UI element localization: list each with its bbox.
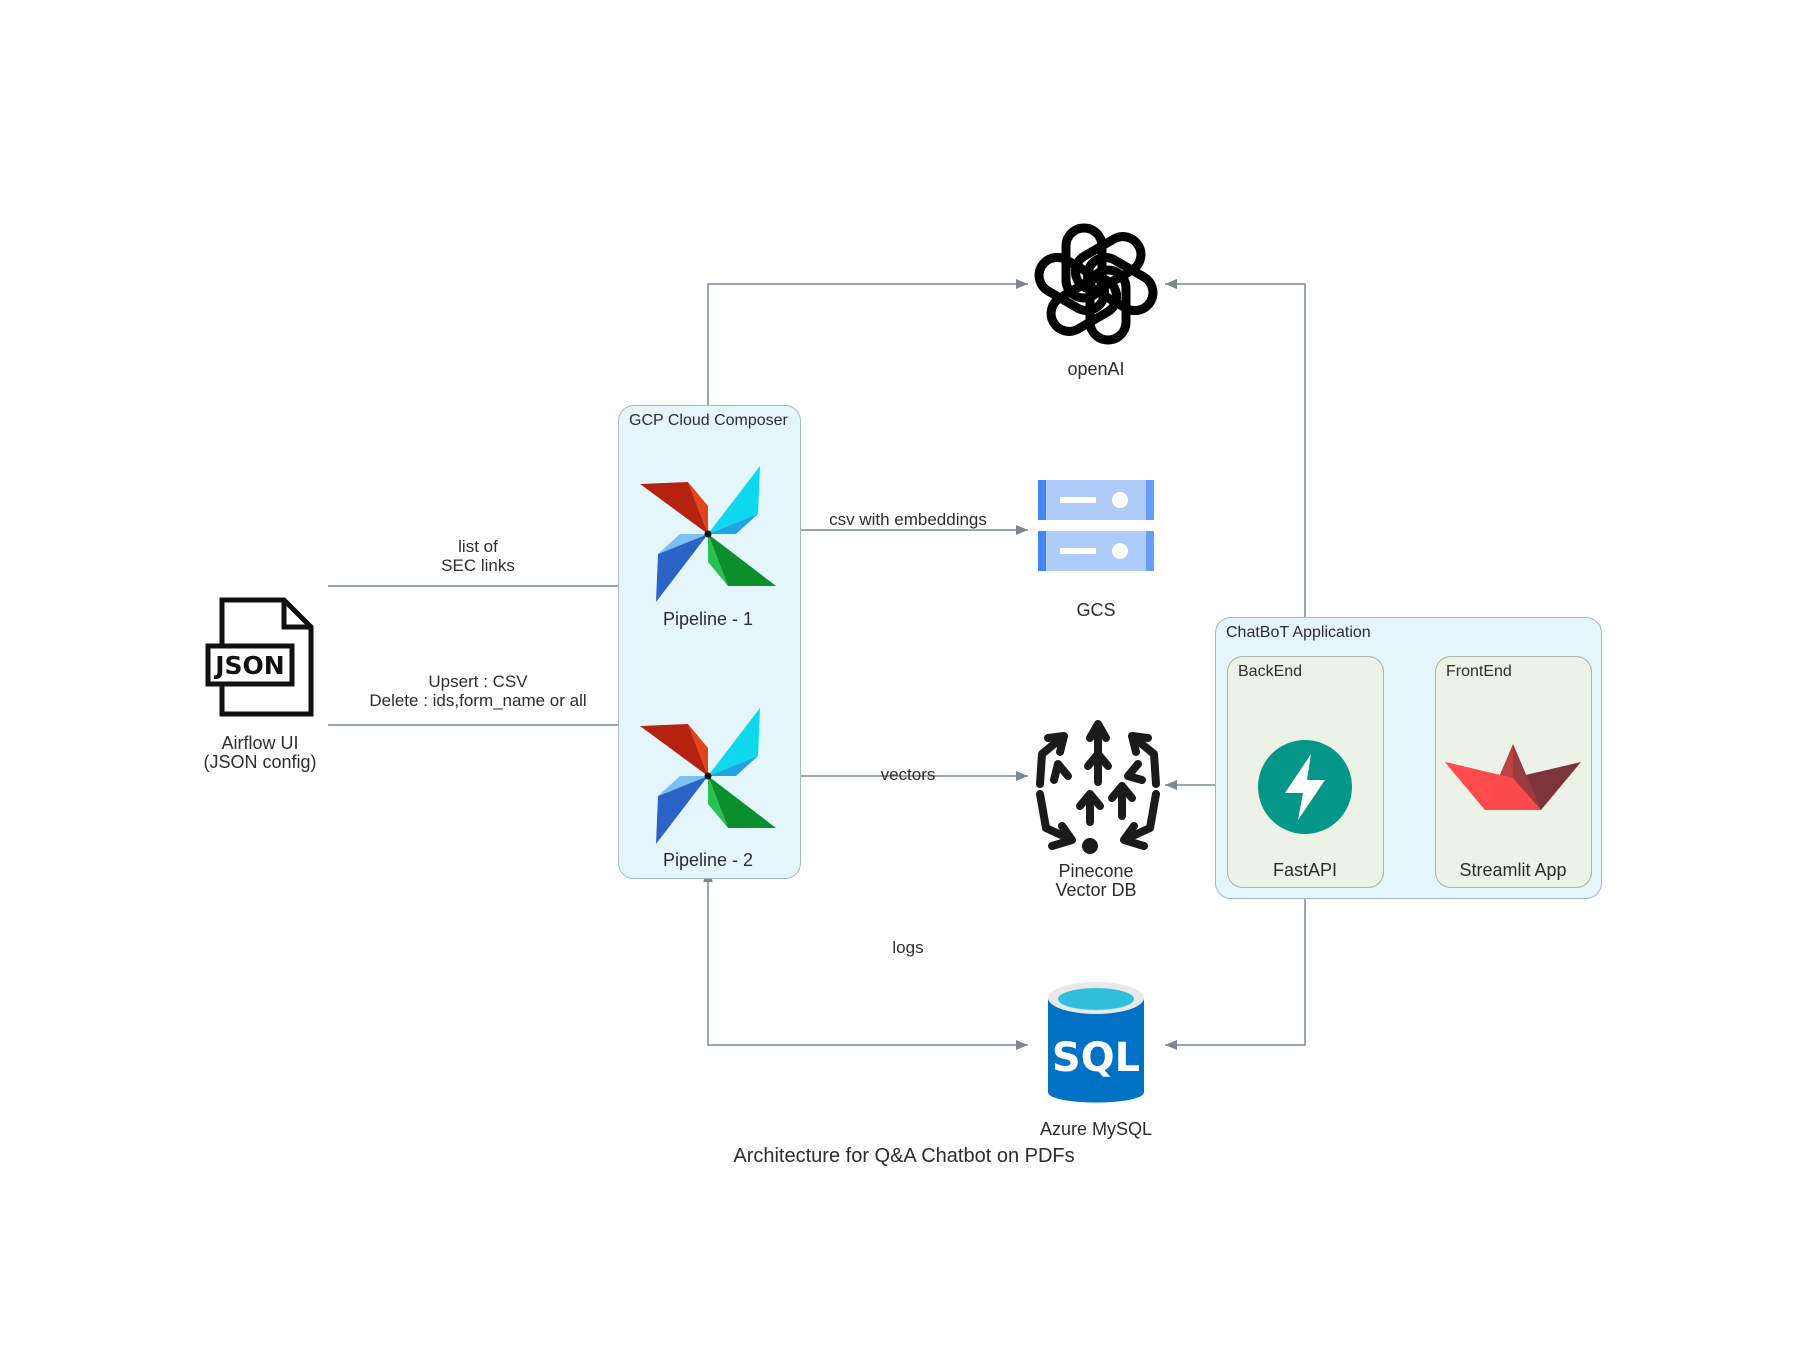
sql-icon-text: SQL xyxy=(1052,1035,1140,1081)
streamlit-boat-icon xyxy=(1445,744,1581,810)
streamlit-label: Streamlit App xyxy=(1459,860,1567,880)
edge-label-csv: csv with embeddings xyxy=(829,510,987,529)
airflow-pinwheel-icon xyxy=(640,466,776,602)
edge-label-line2: SEC links xyxy=(441,556,515,575)
cluster-label: ChatBoT Application xyxy=(1226,624,1371,641)
edge-label-upsert: Upsert : CSV Delete : ids,form_name or a… xyxy=(369,672,586,710)
diagram-title: Architecture for Q&A Chatbot on PDFs xyxy=(733,1145,1075,1167)
pinecone-icon xyxy=(1036,720,1160,854)
edge-fastapi-openai xyxy=(1165,279,1310,693)
fastapi-label: FastAPI xyxy=(1272,860,1338,880)
cluster-label: BackEnd xyxy=(1238,663,1303,680)
airflow-ui-label: Airflow UI (JSON config) xyxy=(203,734,316,772)
mysql-label: Azure MySQL xyxy=(1039,1119,1153,1139)
gcs-storage-icon xyxy=(1038,480,1154,571)
edge-label-sec-links: list of SEC links xyxy=(441,537,515,575)
edge-label-line2: Delete : ids,form_name or all xyxy=(369,691,587,710)
pinecone-label-line1: Pinecone xyxy=(1058,861,1134,881)
sql-database-icon: SQL xyxy=(1048,982,1144,1103)
edge-label-line1: Upsert : CSV xyxy=(428,672,528,691)
airflow-ui-label-line1: Airflow UI xyxy=(221,733,299,753)
edge-logs xyxy=(703,870,1028,1050)
airflow-pinwheel-icon xyxy=(640,708,776,844)
edge-fastapi-mysql xyxy=(1165,848,1310,1050)
json-file-icon: JSON xyxy=(205,597,314,717)
pipeline-1-label: Pipeline - 1 xyxy=(662,609,754,629)
gcs-label: GCS xyxy=(1076,600,1116,620)
airflow-ui-label-line2: (JSON config) xyxy=(203,752,317,772)
pinecone-label: Pinecone Vector DB xyxy=(1055,862,1136,900)
edge-label-logs: logs xyxy=(892,938,924,957)
edge-label-vectors: vectors xyxy=(880,765,936,784)
edge-label-line1: list of xyxy=(458,537,498,556)
openai-logo-icon xyxy=(1034,223,1158,345)
pinecone-label-line2: Vector DB xyxy=(1055,880,1137,900)
cluster-label: GCP Cloud Composer xyxy=(629,412,788,429)
pipeline-2-label: Pipeline - 2 xyxy=(662,850,754,870)
edge-pipeline1-openai xyxy=(703,279,1028,442)
cluster-label: FrontEnd xyxy=(1446,663,1512,680)
json-icon-text: JSON xyxy=(213,651,284,680)
fastapi-bolt-icon xyxy=(1258,740,1352,834)
openai-label: openAI xyxy=(1067,359,1125,379)
